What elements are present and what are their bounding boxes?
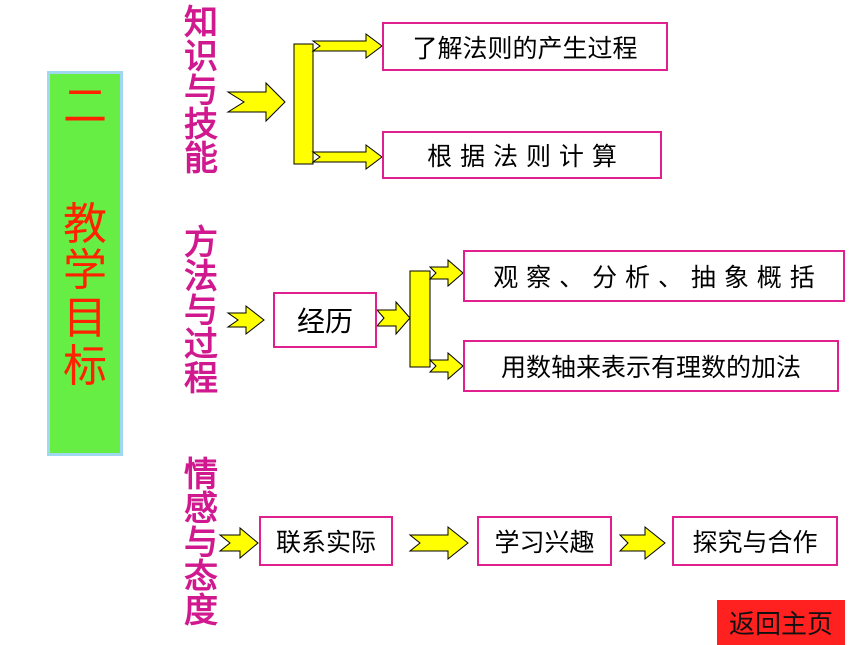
method-item-observe: 观 察 、 分 析 、 抽 象 概 括 <box>463 250 845 302</box>
section-label-text: 知识与技能 <box>184 3 218 179</box>
panel-char: 学 <box>63 245 107 296</box>
panel-char: 教 <box>63 199 107 250</box>
box-text: 观 察 、 分 析 、 抽 象 概 括 <box>493 263 815 292</box>
section-label-text: 情感与态度 <box>184 455 218 631</box>
attitude-step-interest: 学习兴趣 <box>477 516 612 566</box>
right-arrow-icon <box>311 33 383 59</box>
right-arrow-icon <box>226 304 265 336</box>
box-text: 了解法则的产生过程 <box>412 33 638 63</box>
attitude-step-explore: 探究与合作 <box>672 516 838 566</box>
box-text: 经历 <box>296 305 353 338</box>
panel-char: 目 <box>63 293 107 344</box>
right-arrow-icon <box>226 81 286 123</box>
right-arrow-icon <box>428 351 464 381</box>
box-text: 探究与合作 <box>692 528 818 557</box>
box-text: 用数轴来表示有理数的加法 <box>500 353 801 382</box>
method-item-number-line: 用数轴来表示有理数的加法 <box>463 340 839 392</box>
right-arrow-icon <box>408 525 469 561</box>
return-home-button[interactable]: 返回主页 <box>717 600 845 645</box>
right-arrow-icon <box>311 144 383 170</box>
section-label-knowledge: 知识与技能 <box>183 6 219 176</box>
bracket-icon <box>409 270 431 368</box>
attitude-step-practice: 联系实际 <box>259 516 393 566</box>
box-text: 学习兴趣 <box>494 528 595 557</box>
box-text: 联系实际 <box>275 528 376 557</box>
section-label-attitude: 情感与态度 <box>183 458 219 628</box>
knowledge-item-calculate: 根 据 法 则 计 算 <box>382 131 662 179</box>
section-label-text: 方法与过程 <box>184 223 218 399</box>
objectives-panel: 二 教 学 目 标 <box>47 71 123 456</box>
method-hub-experience: 经历 <box>273 292 377 348</box>
knowledge-item-process: 了解法则的产生过程 <box>382 22 668 71</box>
panel-char: 二 <box>63 81 107 132</box>
bracket-icon <box>293 43 314 165</box>
section-label-method: 方法与过程 <box>183 226 219 396</box>
right-arrow-icon <box>375 300 411 336</box>
box-text: 根 据 法 则 计 算 <box>427 142 617 171</box>
panel-char: 标 <box>63 341 107 392</box>
right-arrow-icon <box>618 525 666 561</box>
right-arrow-icon <box>428 258 464 288</box>
right-arrow-icon <box>218 526 259 560</box>
